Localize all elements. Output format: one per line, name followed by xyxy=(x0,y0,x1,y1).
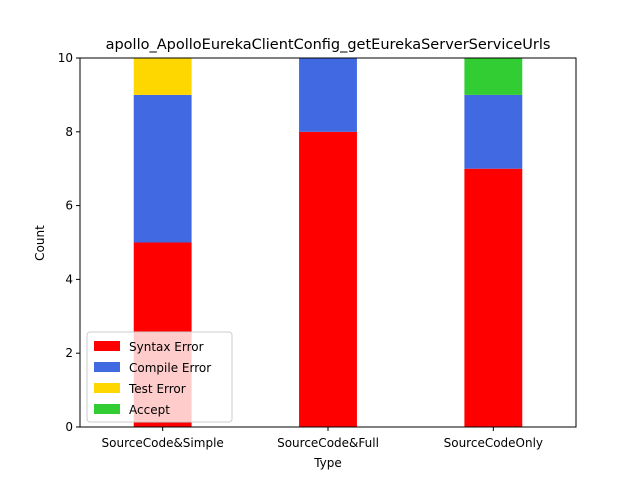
x-tick-label: SourceCode&Full xyxy=(277,436,379,450)
bar-accept-2 xyxy=(464,58,523,95)
x-tick-label: SourceCodeOnly xyxy=(444,436,543,450)
bar-test-error-0 xyxy=(133,58,192,95)
legend-swatch-compile-error xyxy=(94,362,120,372)
bar-compile-error-0 xyxy=(133,94,192,243)
y-tick-label: 2 xyxy=(65,346,73,360)
bar-syntax-error-2 xyxy=(464,168,523,427)
bar-compile-error-2 xyxy=(464,94,523,169)
legend-swatch-accept xyxy=(94,404,120,414)
legend-swatch-test-error xyxy=(94,383,120,393)
y-tick-label: 6 xyxy=(65,199,73,213)
y-tick-label: 10 xyxy=(58,51,73,65)
legend-label-compile-error: Compile Error xyxy=(129,361,211,375)
y-tick-label: 4 xyxy=(65,272,73,286)
chart-title: apollo_ApolloEurekaClientConfig_getEurek… xyxy=(106,37,551,53)
legend-swatch-syntax-error xyxy=(94,341,120,351)
y-tick-label: 8 xyxy=(65,125,73,139)
legend-label-syntax-error: Syntax Error xyxy=(129,340,204,354)
legend-box xyxy=(86,331,233,423)
x-tick-label: SourceCode&Simple xyxy=(102,436,224,450)
legend-label-test-error: Test Error xyxy=(128,382,186,396)
y-tick-label: 0 xyxy=(65,420,73,434)
y-axis-label: Count xyxy=(33,225,47,261)
bar-syntax-error-1 xyxy=(299,131,357,428)
x-axis-label: Type xyxy=(313,456,342,470)
bars-group xyxy=(133,58,523,428)
bar-compile-error-1 xyxy=(299,58,357,132)
legend-label-accept: Accept xyxy=(129,403,170,417)
